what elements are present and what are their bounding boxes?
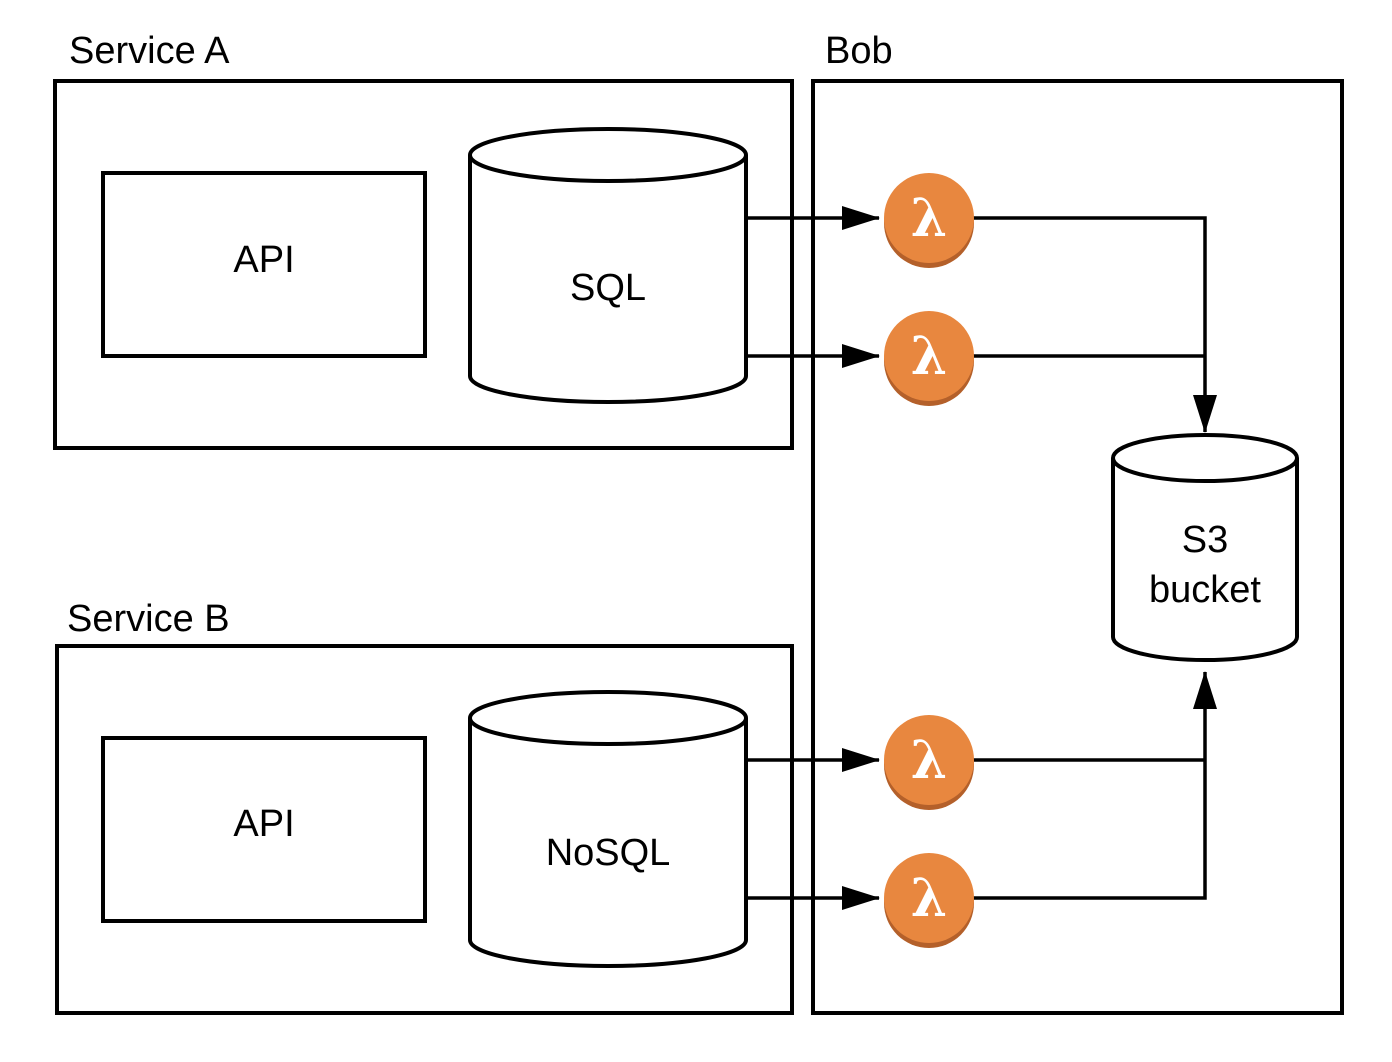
service-a-api-label: API xyxy=(233,239,294,281)
bob-title: Bob xyxy=(825,30,893,72)
s3-label-line1: S3 xyxy=(1182,519,1228,561)
svg-text:λ: λ xyxy=(911,188,947,249)
lambda-icon-2: λ xyxy=(884,311,974,406)
lambda-icon-4: λ xyxy=(884,853,974,948)
lambda-1-to-s3-connector xyxy=(972,216,1217,433)
svg-text:λ: λ xyxy=(911,730,947,791)
service-b-api-box xyxy=(101,736,427,923)
service-a-api-box xyxy=(101,171,427,358)
sql-label: SQL xyxy=(570,267,646,309)
service-a-title: Service A xyxy=(69,30,230,72)
svg-text:λ: λ xyxy=(911,326,947,387)
nosql-database-cylinder xyxy=(468,690,748,968)
service-b-api-label: API xyxy=(233,803,294,845)
nosql-label: NoSQL xyxy=(546,832,671,874)
svg-text:λ: λ xyxy=(911,868,947,929)
service-b-title: Service B xyxy=(67,598,230,640)
sql-database-cylinder xyxy=(468,127,748,404)
s3-bucket-cylinder xyxy=(1111,433,1299,662)
lambda-icon-1: λ xyxy=(884,173,974,268)
lambda-icon-3: λ xyxy=(884,715,974,810)
lambda-4-to-s3-connector xyxy=(972,671,1217,900)
s3-label-line2: bucket xyxy=(1149,569,1261,611)
